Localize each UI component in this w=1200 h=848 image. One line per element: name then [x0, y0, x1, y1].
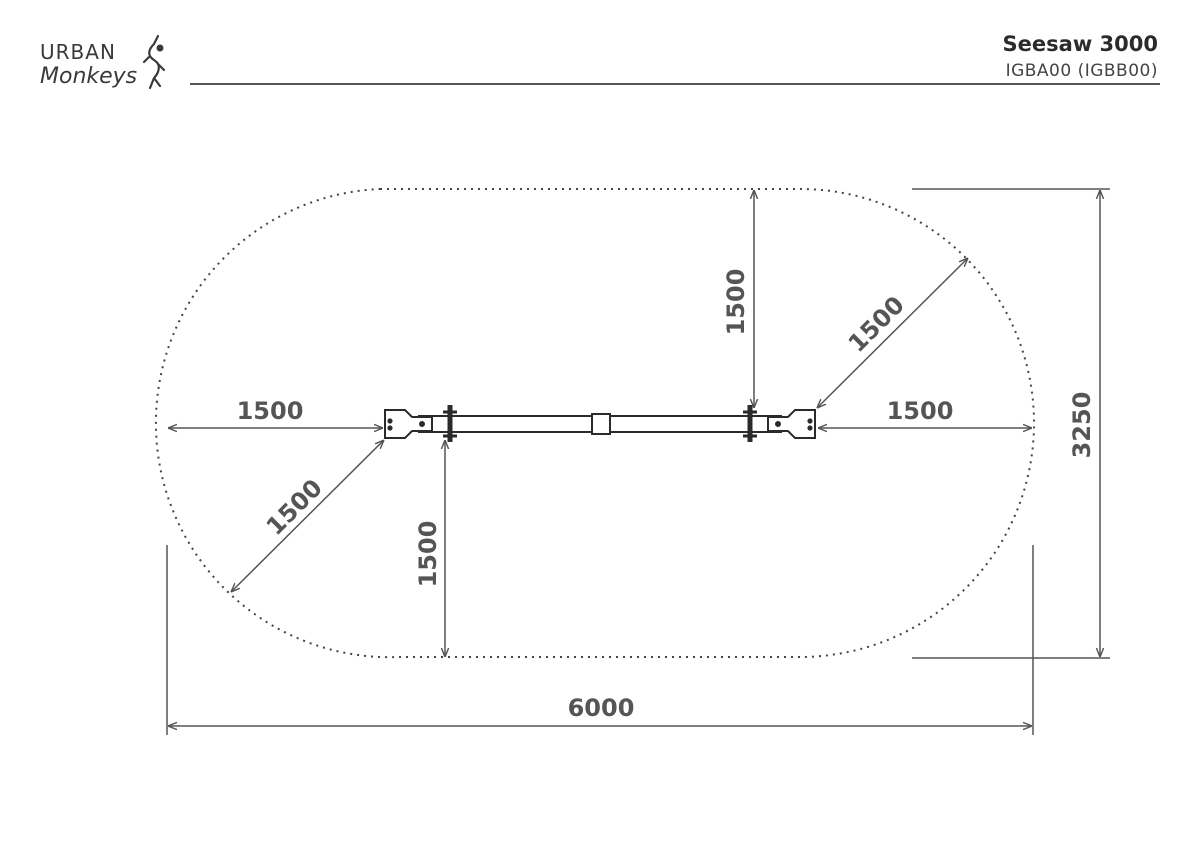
safety-area-outline	[154, 188, 1035, 659]
page-title: Seesaw 3000	[1002, 32, 1158, 56]
logo-text-top: URBAN	[40, 40, 116, 64]
brand-logo: URBAN Monkeys	[40, 34, 180, 104]
dimension-label-upper-right-diagonal: 1500	[843, 291, 910, 358]
dimension-line-upper-right-diagonal	[817, 258, 968, 408]
dimension-label-right-horizontal: 1500	[887, 397, 954, 425]
dimension-label-lower-left-diagonal: 1500	[261, 474, 328, 541]
dimension-line-lower-left-diagonal	[231, 440, 384, 592]
dimension-label-bottom-vertical: 1500	[414, 521, 442, 588]
dimension-label-left-horizontal: 1500	[237, 397, 304, 425]
dimension-label-overall-length: 6000	[568, 694, 635, 722]
dimension-label-overall-height: 3250	[1068, 392, 1096, 459]
product-code: IGBA00 (IGBB00)	[1005, 61, 1158, 81]
seesaw-equipment	[384, 405, 816, 442]
logo-text-bottom: Monkeys	[40, 64, 138, 89]
monkey-hanging-icon	[142, 34, 166, 90]
dimension-label-top-vertical: 1500	[722, 269, 750, 336]
header-rule	[190, 83, 1160, 85]
